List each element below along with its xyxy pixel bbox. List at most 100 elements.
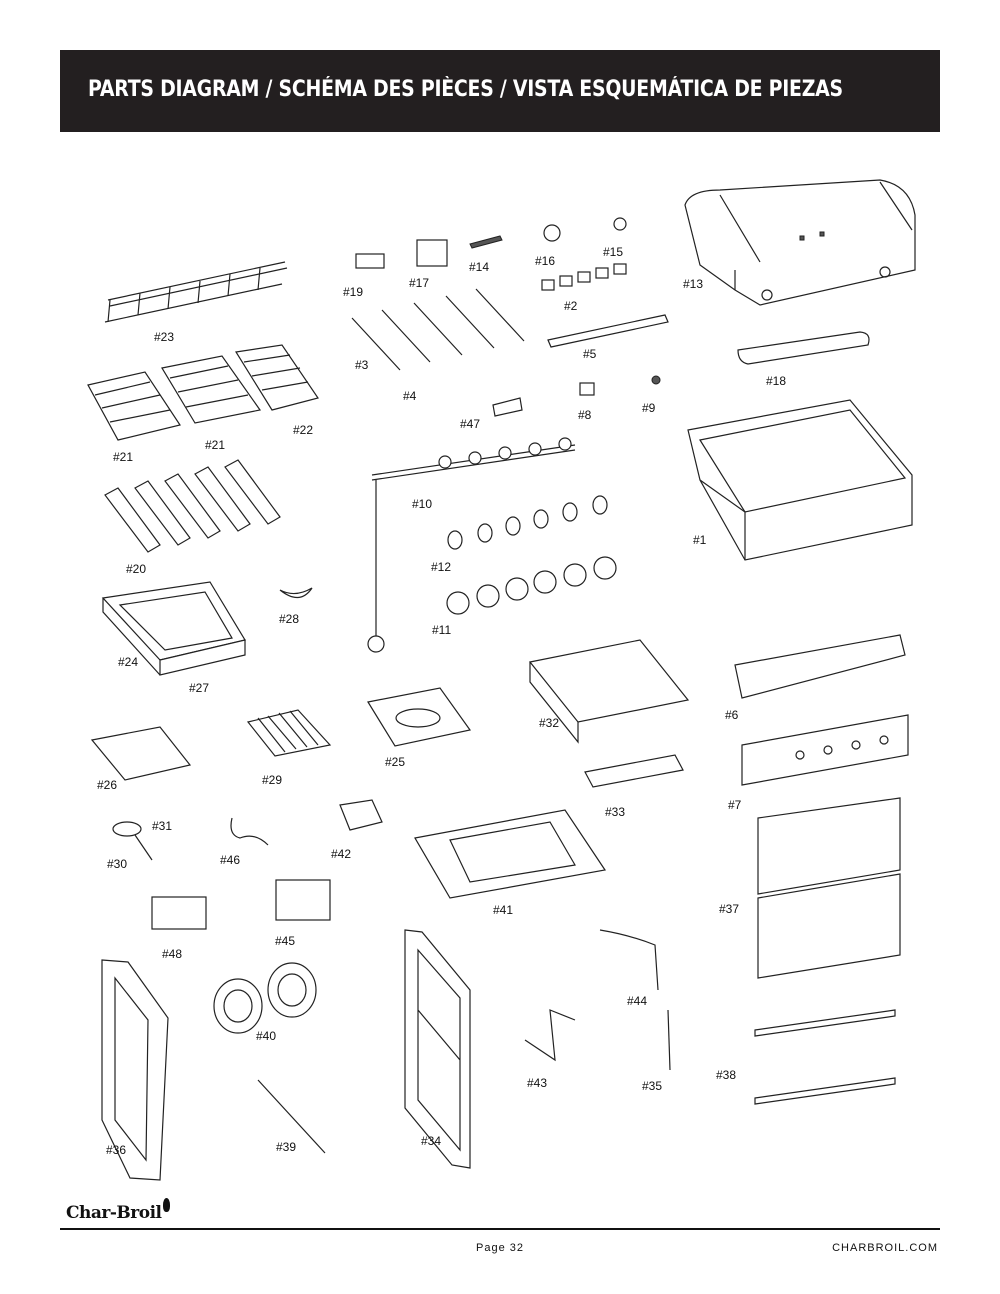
part-knobs (447, 495, 608, 550)
part-left-cart-panel (101, 959, 169, 1181)
part-clip (279, 587, 313, 599)
part-35 (667, 1009, 671, 1071)
part-side-burner (112, 821, 153, 861)
flame-icon (162, 1198, 170, 1212)
part-17 (416, 239, 448, 267)
part-5 (547, 314, 669, 348)
part-bezels (446, 556, 617, 615)
label-part-33: #33 (605, 805, 625, 819)
part-19 (355, 253, 385, 269)
label-part-40: #40 (256, 1029, 276, 1043)
label-part-25: #25 (385, 755, 405, 769)
part-14 (469, 235, 503, 249)
footer-rule (60, 1228, 940, 1230)
label-part-30: #30 (107, 857, 127, 871)
page-title: PARTS DIAGRAM / SCHÉMA DES PIÈCES / VIST… (88, 77, 843, 102)
part-heat-tents (104, 459, 281, 553)
label-part-9: #9 (642, 401, 656, 415)
part-side-rack (246, 709, 332, 757)
parts-diagram: #1 #2 #3 #4 #5 #6 #7 #8 #9 #10 #11 #12 #… (87, 179, 916, 1181)
label-part-36: #36 (106, 1143, 126, 1157)
label-part-39: #39 (276, 1140, 296, 1154)
part-handle (737, 331, 870, 365)
label-part-31: #31 (152, 819, 172, 833)
label-part-24: #24 (118, 655, 138, 669)
label-part-18: #18 (766, 374, 786, 388)
brand-name: Char-Broil (66, 1203, 162, 1223)
part-47 (492, 397, 523, 417)
label-part-14: #14 (469, 260, 489, 274)
label-part-17: #17 (409, 276, 429, 290)
label-part-13: #13 (683, 277, 703, 291)
part-right-cart-panel (404, 929, 471, 1169)
label-part-8: #8 (578, 408, 592, 422)
part-manifold (367, 437, 576, 653)
label-part-28: #28 (279, 612, 299, 626)
label-part-27: #27 (189, 681, 209, 695)
label-part-23: #23 (154, 330, 174, 344)
label-part-43: #43 (527, 1076, 547, 1090)
part-burners (351, 288, 525, 371)
part-8 (579, 382, 595, 396)
website-url: CHARBROIL.COM (832, 1242, 938, 1254)
part-grease-cup (339, 799, 383, 831)
label-part-21a: #21 (113, 450, 133, 464)
header-bar: PARTS DIAGRAM / SCHÉMA DES PIÈCES / VIST… (60, 50, 940, 132)
label-part-1: #1 (693, 533, 707, 547)
label-part-37: #37 (719, 902, 739, 916)
part-lid (684, 179, 916, 306)
label-part-3: #3 (355, 358, 369, 372)
label-part-45: #45 (275, 934, 295, 948)
label-part-42: #42 (331, 847, 351, 861)
part-bottom-tray (414, 809, 607, 899)
label-part-7: #7 (728, 798, 742, 812)
label-part-6: #6 (725, 708, 739, 722)
label-part-26: #26 (97, 778, 117, 792)
part-burner-pan (367, 687, 472, 747)
label-part-4: #4 (403, 389, 417, 403)
label-part-44: #44 (627, 994, 647, 1008)
label-part-21b: #21 (205, 438, 225, 452)
label-part-22: #22 (293, 423, 313, 437)
label-part-20: #20 (126, 562, 146, 576)
part-15 (613, 217, 627, 231)
part-wire (230, 817, 269, 846)
brand-logo: Char-Broil (66, 1198, 170, 1223)
label-part-16: #16 (535, 254, 555, 268)
label-part-38: #38 (716, 1068, 736, 1082)
label-part-47: #47 (460, 417, 480, 431)
label-part-35: #35 (642, 1079, 662, 1093)
part-side-shelf (528, 639, 690, 744)
label-part-46: #46 (220, 853, 240, 867)
part-doors (757, 797, 901, 979)
part-hardware-bag-48 (151, 896, 207, 930)
part-hardware-bag-45 (275, 879, 331, 921)
part-control-panel (734, 634, 906, 699)
part-warming-rack (104, 261, 288, 323)
label-part-32: #32 (539, 716, 559, 730)
label-part-34: #34 (421, 1134, 441, 1148)
part-firebox (687, 399, 913, 561)
label-part-19: #19 (343, 285, 363, 299)
part-9 (651, 375, 661, 385)
part-16 (543, 224, 561, 242)
part-grates (87, 344, 319, 441)
label-part-5: #5 (583, 347, 597, 361)
part-43 (524, 1009, 576, 1062)
page-number: Page 32 (476, 1242, 524, 1254)
part-side-shelf-frame (101, 581, 246, 676)
part-33 (584, 754, 684, 788)
label-part-11: #11 (432, 623, 451, 637)
part-axle (257, 1079, 326, 1154)
label-part-12: #12 (431, 560, 451, 574)
label-part-48: #48 (162, 947, 182, 961)
label-part-41: #41 (493, 903, 513, 917)
label-part-29: #29 (262, 773, 282, 787)
part-front-panel (741, 714, 909, 786)
label-part-10: #10 (412, 497, 432, 511)
part-2 (541, 263, 627, 291)
part-44 (599, 929, 659, 991)
part-wheels (213, 962, 317, 1034)
part-side-tray (90, 726, 192, 781)
label-part-15: #15 (603, 245, 623, 259)
